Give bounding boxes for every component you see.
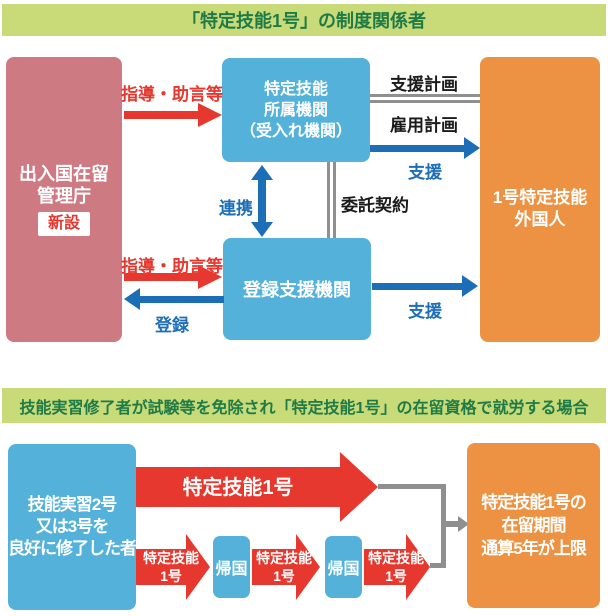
stay-limit-box: 特定技能1号の 在留期間 通算5年が上限 (467, 443, 600, 608)
foreign-worker-box: 1号特定技能 外国人 (480, 57, 600, 342)
support-arrow-bottom (372, 283, 464, 290)
stay-limit-label: 特定技能1号の 在留期間 通算5年が上限 (481, 493, 586, 558)
registered-support-organization-box: 登録支援機関 (223, 238, 371, 340)
foreign-worker-label: 1号特定技能 外国人 (492, 187, 588, 229)
specified-skill-big-arrow (136, 467, 340, 507)
return-box-2-label: 帰国 (327, 561, 360, 578)
guidance-advice-arrowhead-bottom-icon (198, 265, 222, 289)
entrustment-contract-line (327, 162, 336, 238)
timeline-arrow-3 (364, 549, 406, 585)
section2-title: 技能実習修了者が試験等を免除され「特定技能1号」の在留資格で就労する場合 (19, 399, 589, 417)
specified-skill-big-arrow-label: 特定技能1号 (182, 477, 294, 499)
section1-title: 「特定技能1号」の制度関係者 (181, 11, 426, 31)
timeline-arrow-1-label: 特定技能 1号 (143, 550, 199, 584)
timeline-arrow-2-label: 特定技能 1号 (256, 550, 312, 584)
accepting-organization-label: 特定技能 所属機関 （受入れ機関） (239, 80, 352, 140)
registered-support-organization-label: 登録支援機関 (243, 280, 351, 300)
support-arrow-top (370, 145, 464, 152)
support-plan-double-line (370, 94, 480, 103)
trainee-label: 技能実習2号 又は3号を 良好に修了した者 (8, 495, 137, 558)
return-box-2: 帰国 (325, 536, 362, 598)
connector-arrowhead-icon (458, 516, 469, 532)
guidance-advice-arrow-bottom (124, 273, 200, 281)
cooperation-label: 連携 (219, 199, 253, 218)
support-label-top: 支援 (408, 163, 442, 182)
immigration-agency-box: 出入国在留 管理庁 新設 (6, 57, 122, 342)
support-arrowhead-bottom-icon (462, 275, 478, 297)
registration-label: 登録 (155, 316, 189, 335)
employment-plan-label: 雇用計画 (390, 116, 458, 135)
cooperation-arrowhead-down-icon (251, 222, 273, 237)
guidance-advice-arrowhead-top-icon (198, 103, 222, 127)
accepting-organization-box: 特定技能 所属機関 （受入れ機関） (222, 58, 370, 162)
support-arrowhead-top-icon (464, 137, 480, 159)
support-plan-label: 支援計画 (390, 75, 458, 94)
connector-line-vertical (441, 484, 446, 568)
connector-line-top (378, 484, 446, 489)
cooperation-arrowhead-up-icon (251, 165, 273, 180)
entrustment-contract-label: 委託契約 (341, 196, 409, 215)
timeline-arrowhead-1-icon (186, 534, 210, 600)
support-label-bottom: 支援 (408, 302, 442, 321)
section1-header: 「特定技能1号」の制度関係者 (2, 4, 606, 36)
return-box-1: 帰国 (213, 536, 250, 598)
registration-arrow (140, 296, 224, 303)
registration-arrowhead-icon (124, 288, 140, 310)
guidance-advice-label-top: 指導・助言等 (121, 85, 223, 104)
connector-line-bottom (430, 563, 441, 568)
guidance-advice-label-bottom: 指導・助言等 (121, 257, 223, 276)
timeline-arrow-3-label: 特定技能 1号 (368, 550, 424, 584)
timeline-arrow-2 (252, 549, 296, 585)
trainee-box: 技能実習2号 又は3号を 良好に修了した者 (8, 444, 137, 610)
guidance-advice-arrow-top (124, 111, 200, 119)
specified-skill-big-arrowhead-icon (340, 452, 378, 522)
timeline-arrow-1 (136, 549, 186, 585)
immigration-agency-label: 出入国在留 管理庁 (19, 164, 109, 206)
connector-arrow (445, 521, 459, 527)
new-establishment-badge: 新設 (37, 212, 90, 236)
timeline-arrowhead-3-icon (406, 534, 430, 600)
return-box-1-label: 帰国 (215, 561, 248, 578)
timeline-arrowhead-2-icon (296, 534, 320, 600)
section2-header: 技能実習修了者が試験等を免除され「特定技能1号」の在留資格で就労する場合 (2, 388, 606, 423)
cooperation-arrow (258, 178, 266, 222)
